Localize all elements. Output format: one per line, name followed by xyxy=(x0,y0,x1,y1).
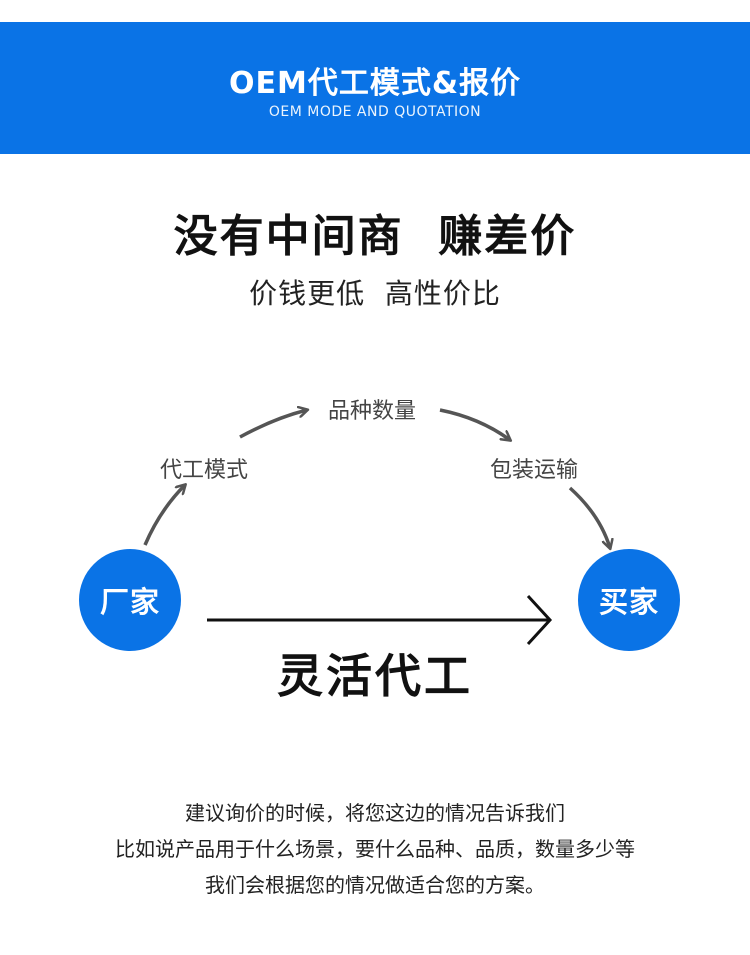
description-line-2: 比如说产品用于什么场景，要什么品种、品质，数量多少等 xyxy=(115,837,635,861)
step-oem-mode: 代工模式 xyxy=(160,458,249,483)
banner-title: OEM代工模式&报价 xyxy=(228,66,521,101)
step-package-shipping: 包装运输 xyxy=(490,458,579,483)
factory-node: 厂家 xyxy=(79,549,181,651)
arrow-oem-to-variety xyxy=(239,410,307,439)
step-variety-quantity: 品种数量 xyxy=(328,399,417,424)
arrow-factory-to-oem xyxy=(143,485,185,546)
header-banner: OEM代工模式&报价 OEM MODE AND QUOTATION xyxy=(0,22,750,154)
main-arrow-head xyxy=(526,594,553,646)
headline: 没有中间商 赚差价 xyxy=(173,211,577,262)
description-line-1: 建议询价的时候，将您这边的情况告诉我们 xyxy=(185,801,565,825)
arrow-variety-to-package xyxy=(439,408,510,440)
banner-subtitle: OEM MODE AND QUOTATION xyxy=(268,104,482,120)
arrow-package-to-buyer xyxy=(568,486,610,548)
subline: 价钱更低 高性价比 xyxy=(249,277,501,310)
description-line-3: 我们会根据您的情况做适合您的方案。 xyxy=(205,873,545,897)
flexible-oem-label: 灵活代工 xyxy=(277,649,473,703)
buyer-node: 买家 xyxy=(578,549,680,651)
